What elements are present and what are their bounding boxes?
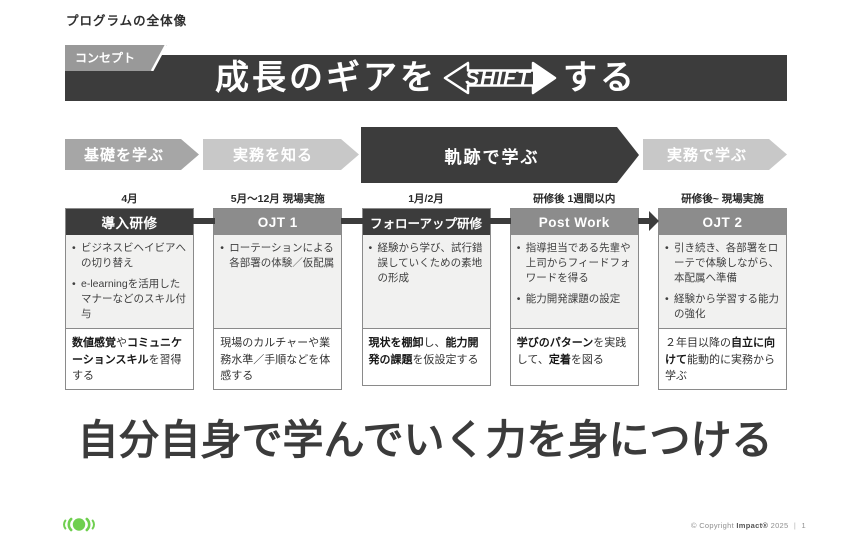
shift-arrow-icon: SHIFT: [443, 61, 557, 95]
column-post-work: 研修後 1週間以内 Post Work 指導担当である先輩や上司からフィードフォ…: [509, 192, 639, 390]
connector-line: [341, 218, 363, 224]
period-label: 5月〜12月 現場実施: [230, 193, 325, 205]
brand-name: Impact®: [736, 521, 769, 530]
bullet-item: 経験から学び、試行錯誤していくための素地の形成: [369, 241, 485, 286]
phase-label: 軌跡で学ぶ: [444, 147, 540, 167]
period-label: 1月/2月: [408, 193, 444, 205]
impact-logo-icon: [63, 517, 95, 532]
copyright-text: © Copyright Impact® 2025 | 1: [691, 521, 806, 530]
phase-arrow-learn-from-track: 軌跡で学ぶ: [361, 127, 639, 183]
page-title: プログラムの全体像: [66, 14, 188, 28]
bullet-item: 能力開発課題の設定: [517, 292, 633, 307]
phase-arrow-know-practice: 実務を知る: [203, 139, 359, 170]
column-summary: ２年目以降の自立に向けて能動的に実務から学ぶ: [659, 329, 786, 389]
column-header: OJT 2: [659, 209, 786, 235]
column-box: OJT 2 引き続き、各部署をローテで体験しながら、本配属へ準備 経験から学習す…: [658, 208, 787, 390]
column-intro-training: 4月 導入研修 ビジネスビヘイビアへの切り替え e-learningを活用したマ…: [65, 192, 194, 390]
shift-label: SHIFT: [465, 67, 532, 90]
concept-banner: 成長のギアを SHIFT する: [65, 55, 787, 101]
phase-label: 実務で学ぶ: [666, 147, 747, 164]
concept-tag-shape: [65, 45, 167, 71]
copyright-separator: |: [793, 521, 797, 530]
period-label: 4月: [121, 193, 138, 205]
concept-tag-edge: [150, 45, 167, 71]
column-followup-training: 1月/2月 フォローアップ研修 経験から学び、試行錯誤していくための素地の形成 …: [361, 192, 491, 390]
column-content: ローテーションによる各部署の体験／仮配属: [214, 235, 342, 329]
column-box: フォローアップ研修 経験から学び、試行錯誤していくための素地の形成 現状を棚卸し…: [361, 208, 491, 386]
column-content: 経験から学び、試行錯誤していくための素地の形成: [362, 235, 490, 329]
tagline: 自分自身で学んでいく力を身につける: [77, 417, 773, 463]
column-header: Post Work: [510, 209, 638, 235]
connector-line: [193, 218, 215, 224]
banner-text-before: 成長のギアを: [215, 59, 437, 97]
period-label: 研修後~ 現場実施: [681, 193, 764, 205]
bullet-item: 引き続き、各部署をローテで体験しながら、本配属へ準備: [665, 241, 781, 286]
program-columns: 4月 導入研修 ビジネスビヘイビアへの切り替え e-learningを活用したマ…: [65, 192, 787, 390]
copyright-year: 2025: [770, 521, 789, 530]
phase-arrow-basics: 基礎を学ぶ: [65, 139, 199, 170]
concept-tag: コンセプト: [65, 45, 167, 71]
column-ojt2: 研修後~ 現場実施 OJT 2 引き続き、各部署をローテで体験しながら、本配属へ…: [658, 192, 787, 390]
column-summary: 数値感覚やコミュニケーションスキルを習得する: [66, 329, 193, 389]
column-content: ビジネスビヘイビアへの切り替え e-learningを活用したマナーなどのスキル…: [66, 235, 193, 329]
bullet-item: ビジネスビヘイビアへの切り替え: [72, 241, 188, 271]
concept-tag-label: コンセプト: [75, 50, 135, 65]
column-box: OJT 1 ローテーションによる各部署の体験／仮配属 現場のカルチャーや業務水準…: [213, 208, 343, 390]
column-summary: 学びのパターンを実践して、定着を図る: [510, 329, 638, 385]
column-summary: 現場のカルチャーや業務水準／手順などを体感する: [214, 329, 342, 389]
phase-arrow-learn-in-practice: 実務で学ぶ: [643, 139, 787, 170]
banner-text-group: 成長のギアを SHIFT する: [215, 58, 637, 98]
banner-text-after: する: [563, 59, 637, 97]
column-header: 導入研修: [66, 209, 193, 235]
column-ojt1: 5月〜12月 現場実施 OJT 1 ローテーションによる各部署の体験／仮配属 現…: [213, 192, 343, 390]
column-header: フォローアップ研修: [362, 209, 490, 235]
column-box: 導入研修 ビジネスビヘイビアへの切り替え e-learningを活用したマナーな…: [65, 208, 194, 390]
column-summary: 現状を棚卸し、能力開発の課題を仮設定する: [362, 329, 490, 385]
copyright-prefix: © Copyright: [690, 521, 734, 530]
phase-label: 実務を知る: [232, 147, 313, 164]
column-header: OJT 1: [214, 209, 342, 235]
column-box: Post Work 指導担当である先輩や上司からフィードフォワードを得る 能力開…: [509, 208, 639, 386]
period-label: 研修後 1週間以内: [533, 193, 616, 205]
phase-label: 基礎を学ぶ: [83, 147, 164, 164]
column-content: 引き続き、各部署をローテで体験しながら、本配属へ準備 経験から学習する能力の強化: [659, 235, 786, 329]
bullet-item: ローテーションによる各部署の体験／仮配属: [220, 241, 336, 271]
flow-arrow-icon: [637, 211, 659, 231]
bullet-item: e-learningを活用したマナーなどのスキル付与: [72, 277, 188, 322]
connector-line: [489, 218, 511, 224]
page-number: 1: [801, 521, 806, 530]
column-content: 指導担当である先輩や上司からフィードフォワードを得る 能力開発課題の設定: [510, 235, 638, 329]
bullet-item: 指導担当である先輩や上司からフィードフォワードを得る: [517, 241, 633, 286]
bullet-item: 経験から学習する能力の強化: [665, 292, 781, 322]
